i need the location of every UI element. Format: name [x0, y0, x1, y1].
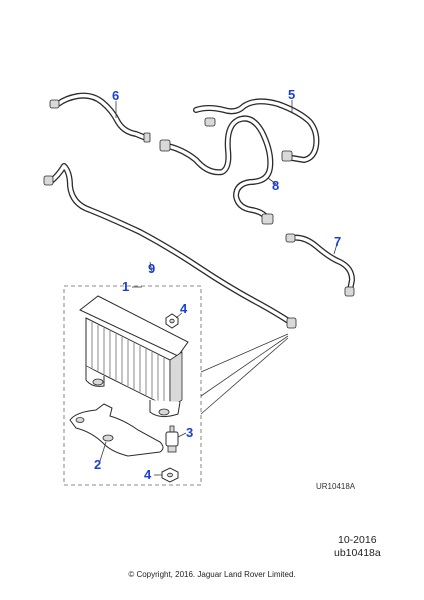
callout-2: 2 [94, 457, 101, 472]
pipe-7 [285, 233, 355, 297]
pipe-9 [43, 163, 297, 329]
box-to-pipe-leaders [200, 333, 289, 415]
nut-4-bottom [161, 467, 179, 483]
callout-5: 5 [288, 87, 295, 102]
callout-6: 6 [112, 88, 119, 103]
hose-5 [193, 98, 320, 163]
callout-leaders [99, 100, 338, 476]
callout-8: 8 [272, 178, 279, 193]
revision-date: 10-2016 [338, 534, 377, 546]
oil-cooler-1 [79, 295, 189, 418]
mount-3 [165, 425, 179, 453]
hose-8 [159, 115, 274, 225]
copyright-notice: © Copyright, 2016. Jaguar Land Rover Lim… [128, 570, 296, 579]
cooler-fins [91, 322, 165, 404]
callout-7: 7 [334, 234, 341, 249]
callout-4-bottom: 4 [144, 467, 152, 482]
callout-3: 3 [186, 425, 193, 440]
illustration-code: ub10418a [334, 547, 381, 559]
callout-9: 9 [148, 261, 155, 276]
callout-4-top: 4 [180, 301, 188, 316]
diagram-reference-code: UR10418A [316, 482, 356, 491]
pipe-6 [49, 92, 151, 143]
bracket-2 [69, 403, 164, 457]
callout-1: 1 [122, 279, 129, 294]
nut-4-top [165, 313, 179, 329]
